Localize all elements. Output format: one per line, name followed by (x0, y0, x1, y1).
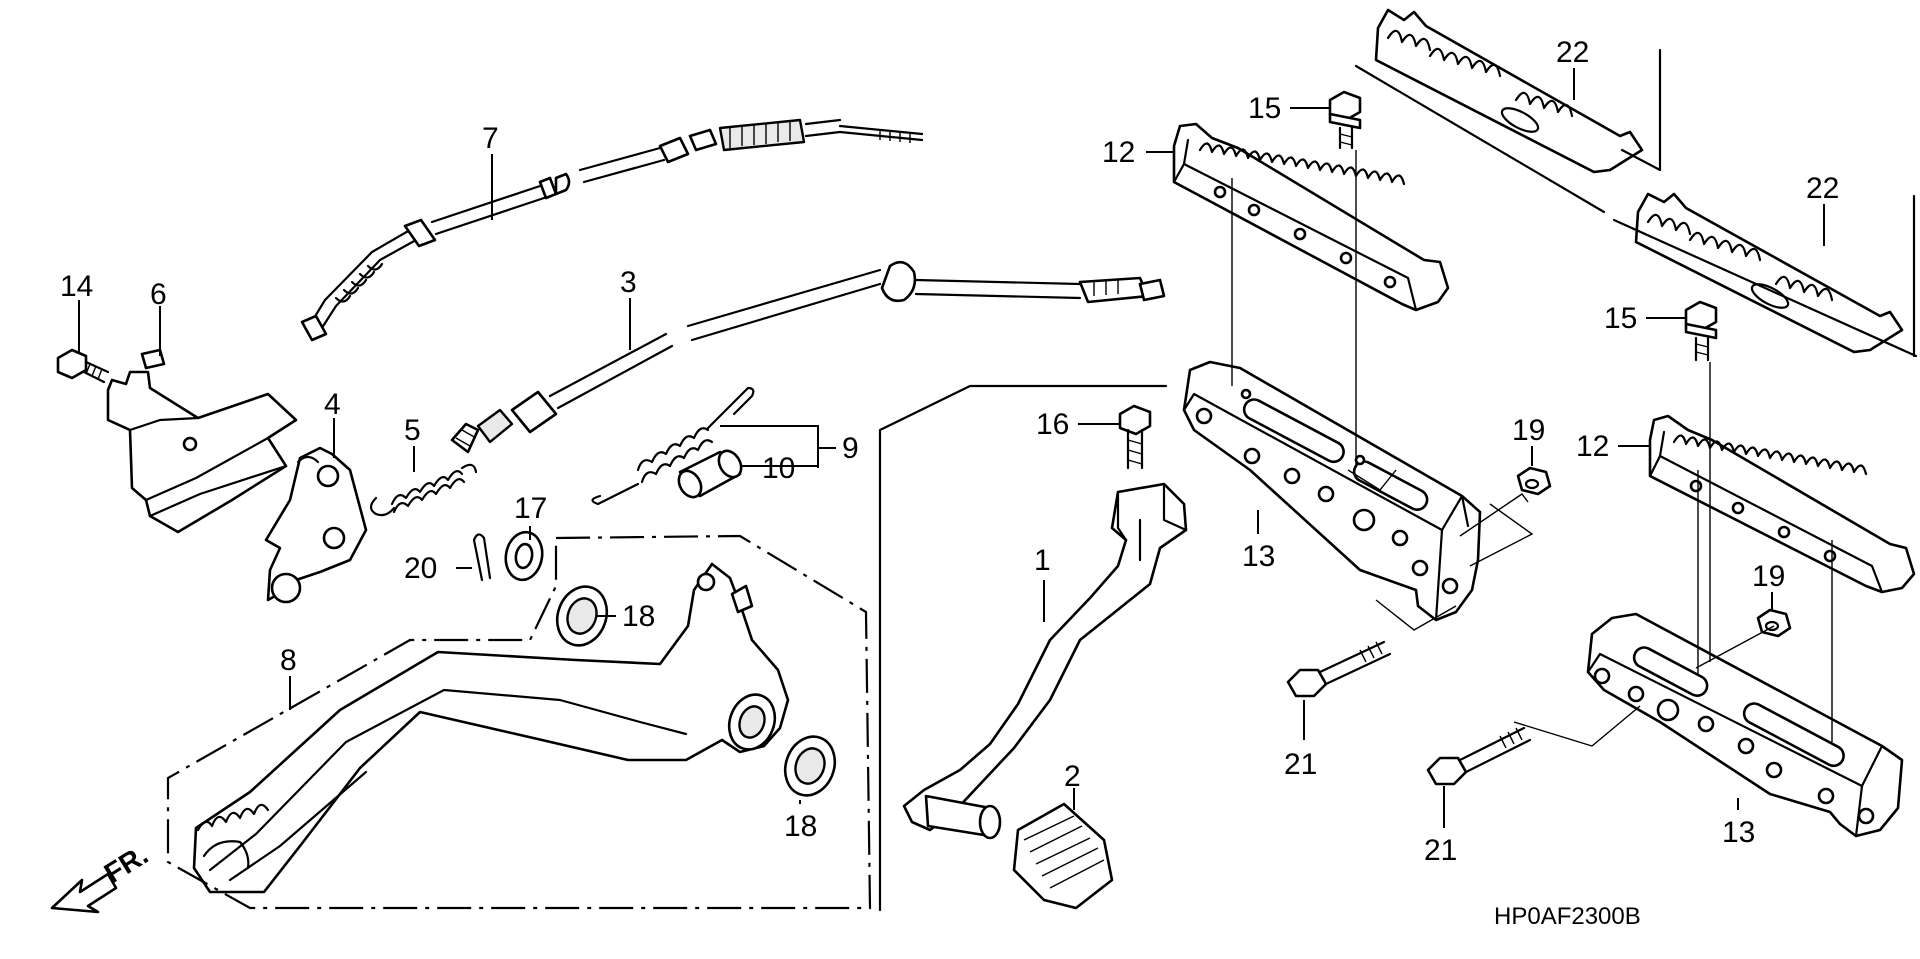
part-19-nut-upper (1516, 466, 1552, 496)
callout-3: 3 (620, 266, 637, 299)
part-6-bracket (106, 348, 298, 534)
callout-16: 16 (1036, 408, 1069, 441)
callout-14: 14 (60, 270, 93, 303)
diagram-code: HP0AF2300B (1494, 903, 1641, 930)
callout-21-upper: 21 (1284, 748, 1317, 781)
section-frame-pedal (166, 534, 872, 910)
part-15-bolt-upper (1328, 90, 1362, 150)
callout-15-upper: 15 (1248, 92, 1281, 125)
part-21-bolt-upper (1286, 640, 1392, 698)
part-20-cotter-pin (472, 533, 492, 582)
part-14-bolt (56, 348, 110, 384)
section-boundary-footrest (1354, 48, 1918, 358)
part-8-brake-pedal (192, 562, 790, 894)
callout-4: 4 (324, 388, 341, 421)
part-9-spring (591, 386, 755, 506)
callout-7: 7 (482, 122, 499, 155)
callout-22-lower: 22 (1806, 172, 1839, 205)
callout-17: 17 (514, 492, 547, 525)
front-direction-indicator: FR. (50, 839, 153, 914)
part-17-washer (504, 530, 544, 582)
part-18-bearing-upper (555, 585, 609, 647)
part-21-bolt-lower (1426, 726, 1532, 786)
callout-10: 10 (762, 452, 795, 485)
leader-lines (78, 68, 1825, 828)
callout-19-lower: 19 (1752, 560, 1785, 593)
part-22-footrest-lower (1634, 192, 1904, 354)
callout-8: 8 (280, 644, 297, 677)
front-arrow-icon (50, 872, 118, 914)
part-10-collar (677, 449, 743, 499)
part-22-footrest-upper (1374, 8, 1644, 174)
part-13-bracket-upper (1182, 360, 1482, 622)
part-16-bolt (1118, 404, 1152, 470)
callout-18-lower: 18 (784, 810, 817, 843)
section-frame-shift-pedal (878, 384, 1168, 912)
part-4-bracket (264, 446, 368, 604)
part-1-pedal (902, 482, 1188, 840)
callout-12-upper: 12 (1102, 136, 1135, 169)
part-12-step-upper (1172, 122, 1450, 312)
callout-9: 9 (842, 432, 859, 465)
callout-labels: 1 2 3 4 5 6 7 8 9 10 12 12 13 13 14 15 1… (60, 36, 1839, 867)
callout-6: 6 (150, 278, 167, 311)
callout-18-upper: 18 (622, 600, 655, 633)
callout-21-lower: 21 (1424, 834, 1457, 867)
callout-20: 20 (404, 552, 437, 585)
callout-13-lower: 13 (1722, 816, 1755, 849)
callout-2: 2 (1064, 760, 1081, 793)
part-7-cable (300, 118, 924, 342)
callout-19-upper: 19 (1512, 414, 1545, 447)
callout-22-upper: 22 (1556, 36, 1589, 69)
part-2-pedal-rubber (1012, 802, 1114, 910)
part-13-bracket-lower (1586, 612, 1904, 838)
assembly-lines (1231, 150, 1833, 747)
callout-1: 1 (1034, 544, 1051, 577)
part-18-bearing-lower (783, 735, 837, 797)
part-3-cable (450, 260, 1166, 454)
part-5-spring (369, 463, 478, 517)
part-12-step-lower (1648, 414, 1916, 594)
part-15-bolt-lower (1684, 300, 1718, 362)
callout-12-lower: 12 (1576, 430, 1609, 463)
callout-13-upper: 13 (1242, 540, 1275, 573)
callout-15-lower: 15 (1604, 302, 1637, 335)
callout-5: 5 (404, 414, 421, 447)
